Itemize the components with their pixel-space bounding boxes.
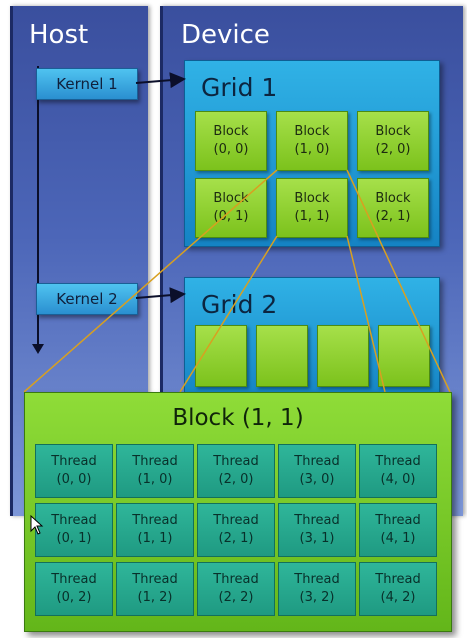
thread-index: (1, 1)	[137, 531, 173, 546]
block-index: (1, 0)	[294, 142, 330, 157]
grid-2-box: Grid 2	[184, 277, 440, 399]
thread-cell: Thread (1, 1)	[116, 503, 194, 557]
block-label: Block	[375, 191, 411, 206]
grid-1-box: Grid 1 Block (0, 0) Block (1, 0) Block (2, 0)…	[184, 60, 440, 247]
kernel-2-box: Kernel 2	[36, 283, 138, 315]
host-title: Host	[29, 20, 89, 50]
thread-index: (0, 1)	[56, 531, 92, 546]
kernel-1-box: Kernel 1	[36, 68, 138, 100]
thread-cell: Thread (0, 1)	[35, 503, 113, 557]
thread-cell: Thread (2, 0)	[197, 444, 275, 498]
thread-index: (3, 0)	[299, 472, 335, 487]
block-label: Block	[294, 124, 330, 139]
thread-cell: Thread (2, 1)	[197, 503, 275, 557]
grid-2-title: Grid 2	[201, 290, 278, 319]
thread-cell: Thread (4, 2)	[359, 562, 437, 616]
thread-label: Thread	[375, 572, 421, 587]
block-index: (0, 0)	[213, 142, 249, 157]
thread-index: (2, 2)	[218, 590, 254, 605]
thread-index: (1, 0)	[137, 472, 173, 487]
block-index: (1, 1)	[294, 209, 330, 224]
thread-cell: Thread (3, 1)	[278, 503, 356, 557]
thread-label: Thread	[132, 513, 178, 528]
thread-index: (4, 2)	[380, 590, 416, 605]
thread-label: Thread	[294, 454, 340, 469]
thread-index: (3, 1)	[299, 531, 335, 546]
grid-1-block: Block (2, 1)	[357, 178, 429, 238]
thread-index: (2, 0)	[218, 472, 254, 487]
grid-1-block: Block (1, 0)	[276, 111, 348, 171]
block-index: (0, 1)	[213, 209, 249, 224]
grid-1-title: Grid 1	[201, 73, 278, 102]
thread-cell: Thread (4, 0)	[359, 444, 437, 498]
grid-1-block: Block (0, 1)	[195, 178, 267, 238]
thread-index: (0, 0)	[56, 472, 92, 487]
thread-cell: Thread (0, 2)	[35, 562, 113, 616]
grid-2-block	[317, 325, 369, 387]
thread-label: Thread	[294, 572, 340, 587]
block-label: Block	[375, 124, 411, 139]
thread-cell: Thread (1, 2)	[116, 562, 194, 616]
grid-2-block	[378, 325, 430, 387]
block-detail-box: Block (1, 1) Thread(0, 0)Thread(1, 0)Thr…	[24, 392, 452, 632]
grid-2-block	[256, 325, 308, 387]
block-index: (2, 0)	[375, 142, 411, 157]
thread-label: Thread	[294, 513, 340, 528]
thread-index: (4, 1)	[380, 531, 416, 546]
thread-label: Thread	[51, 572, 97, 587]
thread-index: (0, 2)	[56, 590, 92, 605]
block-label: Block	[213, 124, 249, 139]
thread-cell: Thread (2, 2)	[197, 562, 275, 616]
block-label: Block	[294, 191, 330, 206]
thread-cell: Thread (3, 2)	[278, 562, 356, 616]
grid-1-block: Block (0, 0)	[195, 111, 267, 171]
thread-cell: Thread (3, 0)	[278, 444, 356, 498]
thread-label: Thread	[213, 454, 259, 469]
thread-cell: Thread (4, 1)	[359, 503, 437, 557]
thread-index: (4, 0)	[380, 472, 416, 487]
block-label: Block	[213, 191, 249, 206]
thread-label: Thread	[132, 454, 178, 469]
device-title: Device	[181, 20, 270, 50]
thread-label: Thread	[51, 513, 97, 528]
grid-1-block: Block (1, 1)	[276, 178, 348, 238]
thread-label: Thread	[51, 454, 97, 469]
grid-1-block: Block (2, 0)	[357, 111, 429, 171]
host-timeline-arrowhead	[32, 344, 44, 354]
thread-label: Thread	[213, 572, 259, 587]
block-index: (2, 1)	[375, 209, 411, 224]
mouse-cursor-icon	[30, 515, 44, 535]
thread-index: (1, 2)	[137, 590, 173, 605]
grid-2-block	[195, 325, 247, 387]
thread-label: Thread	[375, 513, 421, 528]
thread-cell: Thread (0, 0)	[35, 444, 113, 498]
thread-label: Thread	[132, 572, 178, 587]
thread-label: Thread	[213, 513, 259, 528]
thread-cell: Thread (1, 0)	[116, 444, 194, 498]
thread-index: (2, 1)	[218, 531, 254, 546]
thread-index: (3, 2)	[299, 590, 335, 605]
thread-label: Thread	[375, 454, 421, 469]
block-detail-title: Block (1, 1)	[172, 405, 304, 431]
